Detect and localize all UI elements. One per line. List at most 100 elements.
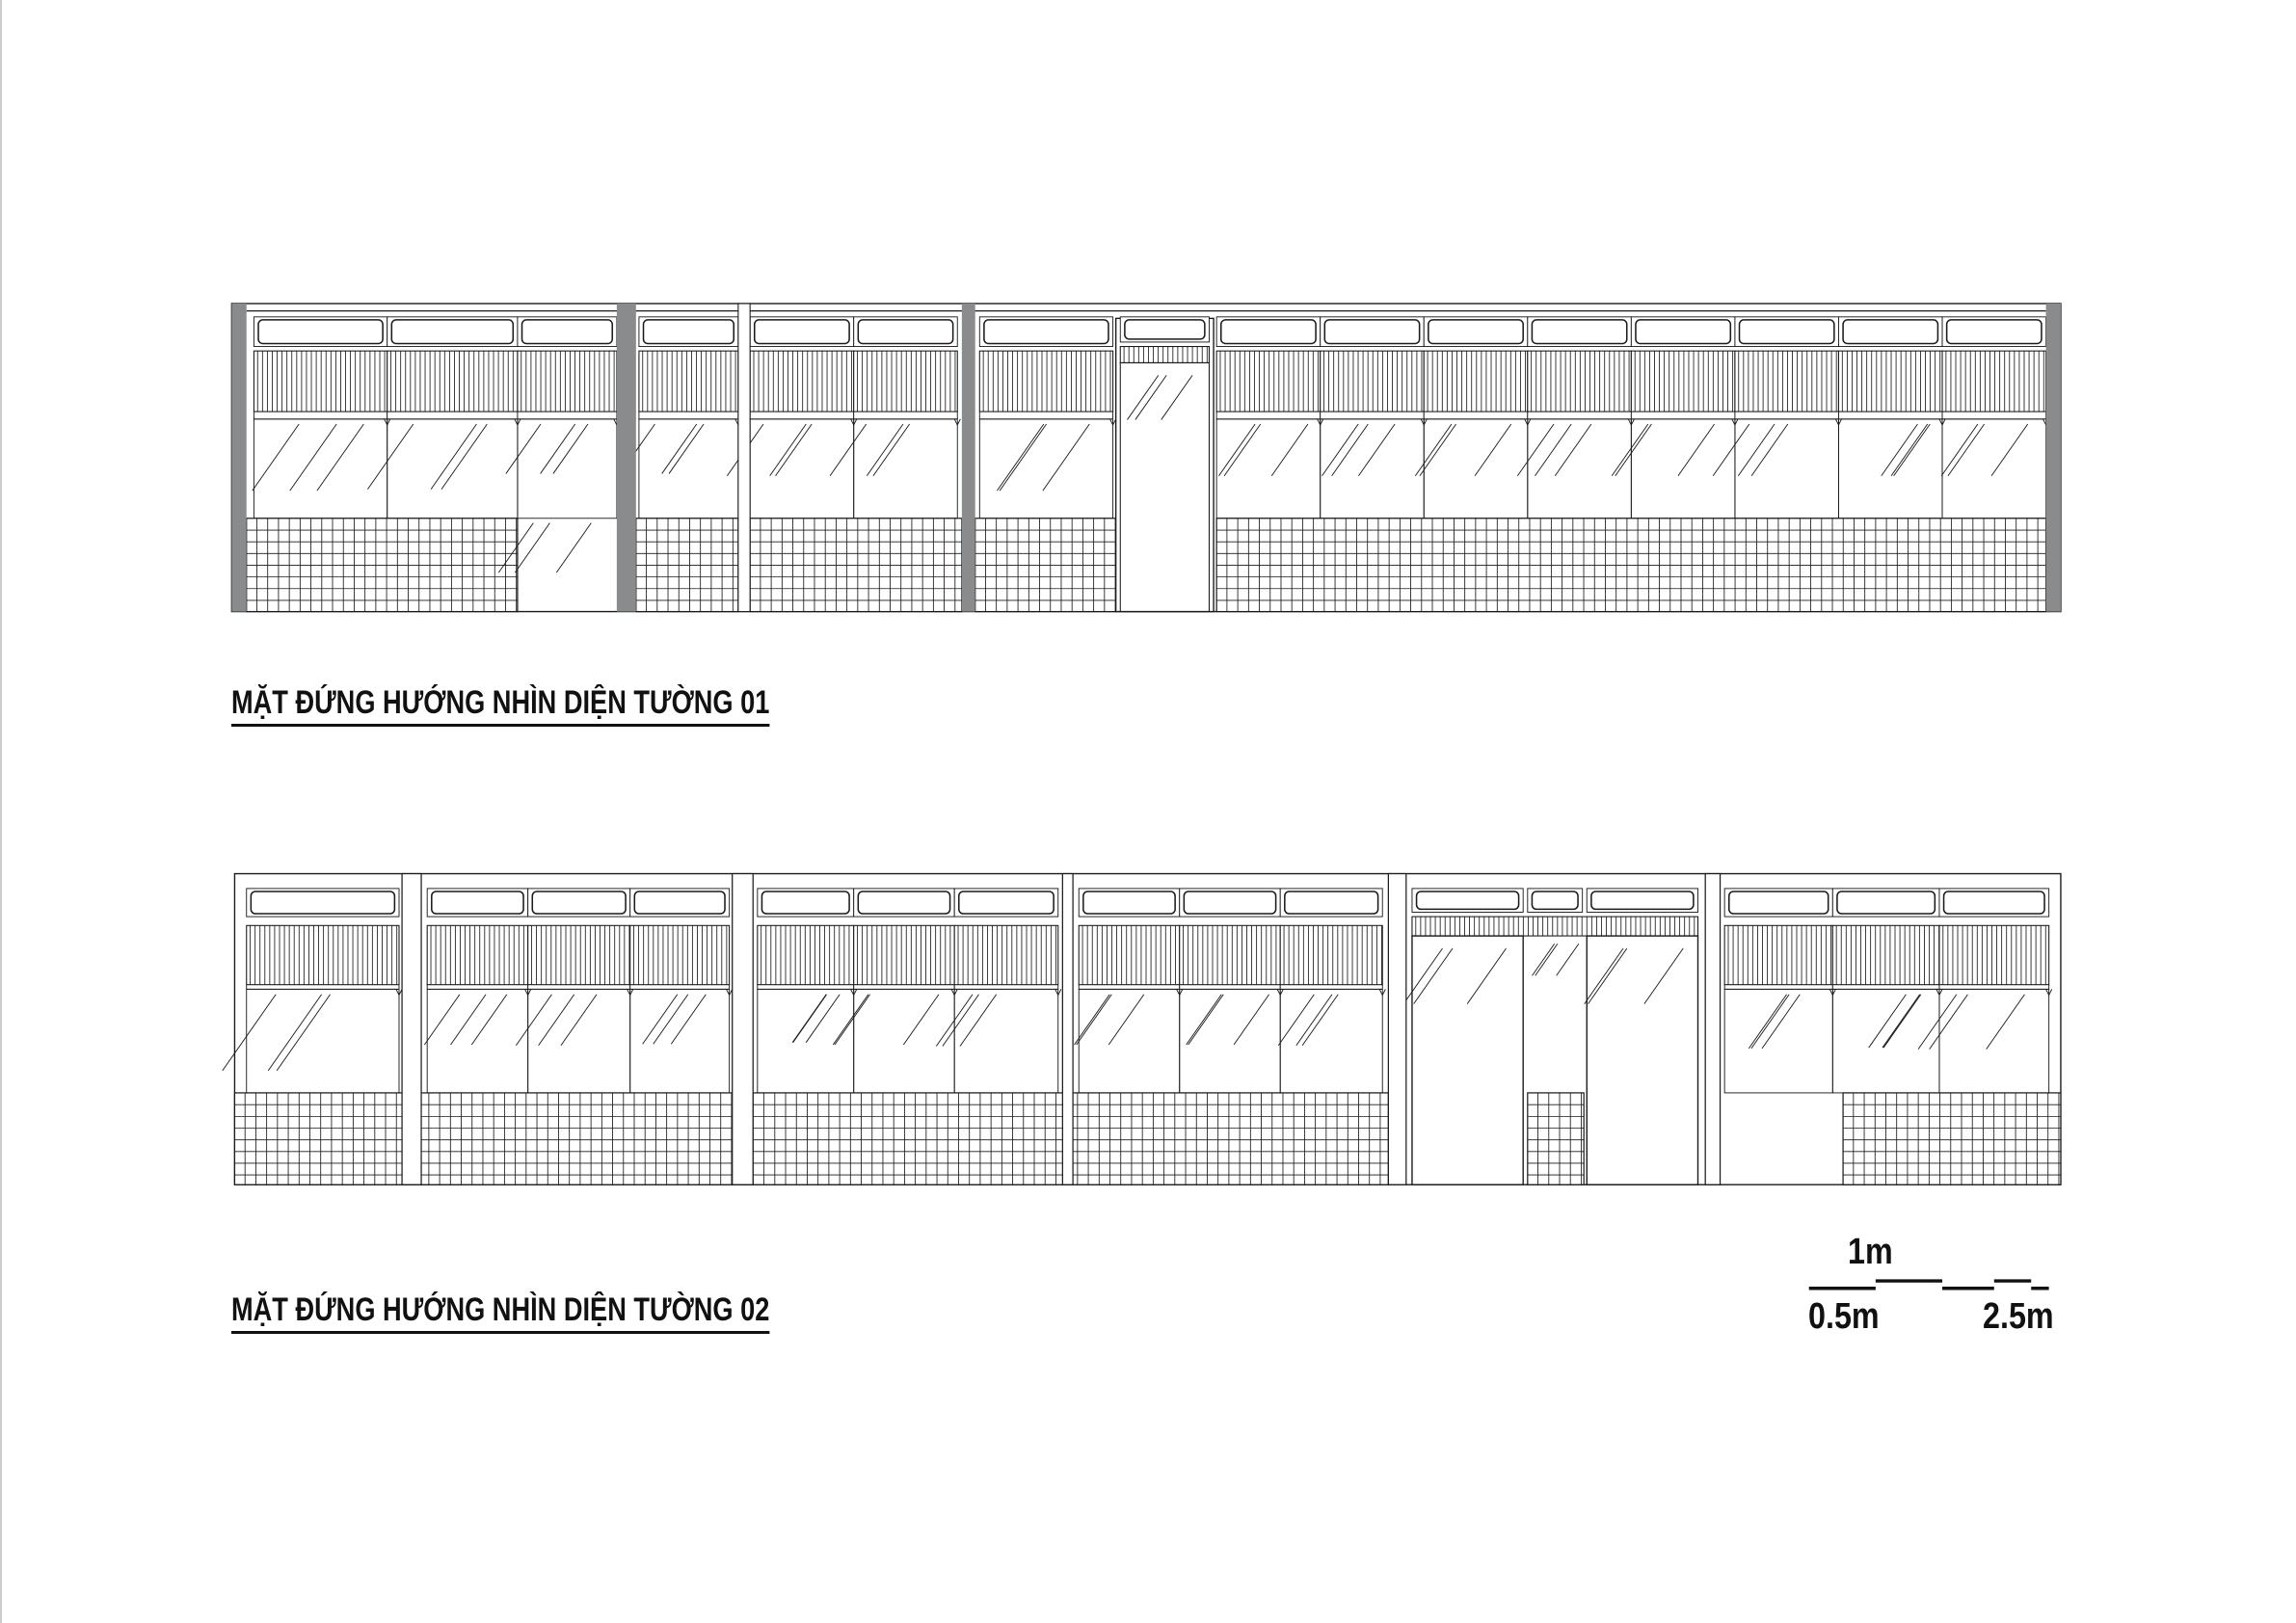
sill-bar (387, 411, 519, 420)
line (1556, 943, 1580, 976)
louver (253, 350, 388, 412)
door-glass (1119, 361, 1210, 613)
line (1331, 423, 1369, 477)
line (959, 994, 998, 1047)
line (1940, 423, 1979, 477)
sill-bar (1938, 984, 2050, 990)
vent-window (1279, 888, 1383, 918)
line (832, 994, 869, 1046)
line (1882, 994, 1921, 1049)
louver-frame (638, 350, 739, 412)
louver-frame (749, 350, 855, 412)
louver (757, 924, 855, 986)
mullion-tip (2045, 989, 2053, 997)
post (1061, 872, 1074, 1185)
vent-pane (1590, 891, 1695, 911)
post (732, 872, 754, 1185)
vent-window (978, 316, 1114, 348)
sill-bar (246, 984, 400, 990)
vent-pane (1635, 319, 1732, 345)
line (267, 994, 323, 1072)
louver-frame (1078, 924, 1181, 986)
glass-reflection (252, 423, 364, 492)
line (1748, 994, 1787, 1050)
window-module (423, 888, 532, 1094)
tile-grid (1215, 518, 2047, 613)
louver (517, 350, 618, 412)
window-module (1831, 888, 1943, 1094)
line (1295, 994, 1333, 1047)
sill-bar (426, 984, 529, 990)
vent-window (953, 888, 1059, 918)
line (661, 423, 698, 474)
line (1322, 423, 1359, 477)
louver-frame (1941, 350, 2047, 412)
glass-reflection (1218, 423, 1309, 477)
elevation-01-title: MẶT ĐỨNG HƯỚNG NHÌN DIỆN TƯỜNG 01 (231, 684, 770, 727)
vent-window (253, 316, 388, 348)
louver (1423, 350, 1529, 412)
louver-frame (1837, 350, 1943, 412)
sill-bar (1078, 984, 1181, 990)
line (1188, 994, 1224, 1046)
louver (953, 924, 1059, 986)
door (1114, 316, 1215, 613)
louver (527, 924, 631, 986)
glass-reflection (1748, 994, 1801, 1050)
tile-grid (635, 518, 739, 613)
louver-frame (1179, 924, 1281, 986)
louver (749, 350, 855, 412)
glass-reflection (505, 423, 589, 474)
mullion-tip (1109, 418, 1117, 427)
line (1074, 994, 1110, 1046)
line (902, 994, 940, 1046)
window-module (629, 888, 734, 1094)
sill-bar (638, 411, 739, 420)
line (1358, 423, 1396, 477)
line (1554, 423, 1592, 477)
window-module (1074, 888, 1184, 1094)
vent-window (1527, 316, 1632, 348)
line (1466, 947, 1507, 1004)
line (1737, 423, 1775, 477)
sill-bar (749, 411, 855, 420)
vent-pane (1531, 891, 1579, 911)
vent-window (1734, 316, 1839, 348)
glass-reflection (832, 994, 940, 1046)
louver-frame (853, 350, 958, 412)
louver (1734, 350, 1840, 412)
line (1615, 423, 1652, 477)
sill-bar (757, 984, 855, 990)
line (555, 522, 592, 573)
window-module (1179, 888, 1284, 1094)
line (805, 994, 841, 1043)
vent-pane (1942, 891, 2045, 915)
line (1301, 994, 1339, 1047)
louver-frame (1630, 350, 1736, 412)
vent-pane (857, 319, 954, 345)
line (1947, 423, 1985, 477)
elevation-wall-02 (222, 872, 2062, 1185)
vent-window (527, 888, 631, 918)
line (514, 522, 550, 573)
louver (1119, 346, 1210, 363)
louver-frame (253, 350, 388, 412)
tile-panel (1527, 1092, 1585, 1185)
concrete-column (616, 303, 636, 612)
vent-window (426, 888, 529, 918)
window-module (726, 316, 858, 519)
line (1419, 423, 1456, 477)
vent-window (1078, 888, 1181, 918)
vent-pane (1082, 891, 1176, 915)
glass-reflection (1881, 423, 1931, 477)
tile-panel (1842, 1092, 2062, 1185)
line (670, 994, 707, 1045)
glass-reflection (1414, 423, 1512, 477)
sill-bar (1215, 411, 1322, 420)
line (1868, 994, 1907, 1049)
glass-reflection (497, 522, 592, 573)
line (1882, 994, 1922, 1049)
vent-window (1838, 316, 1943, 348)
window-module (505, 316, 621, 519)
glass-reflection (1322, 423, 1396, 477)
